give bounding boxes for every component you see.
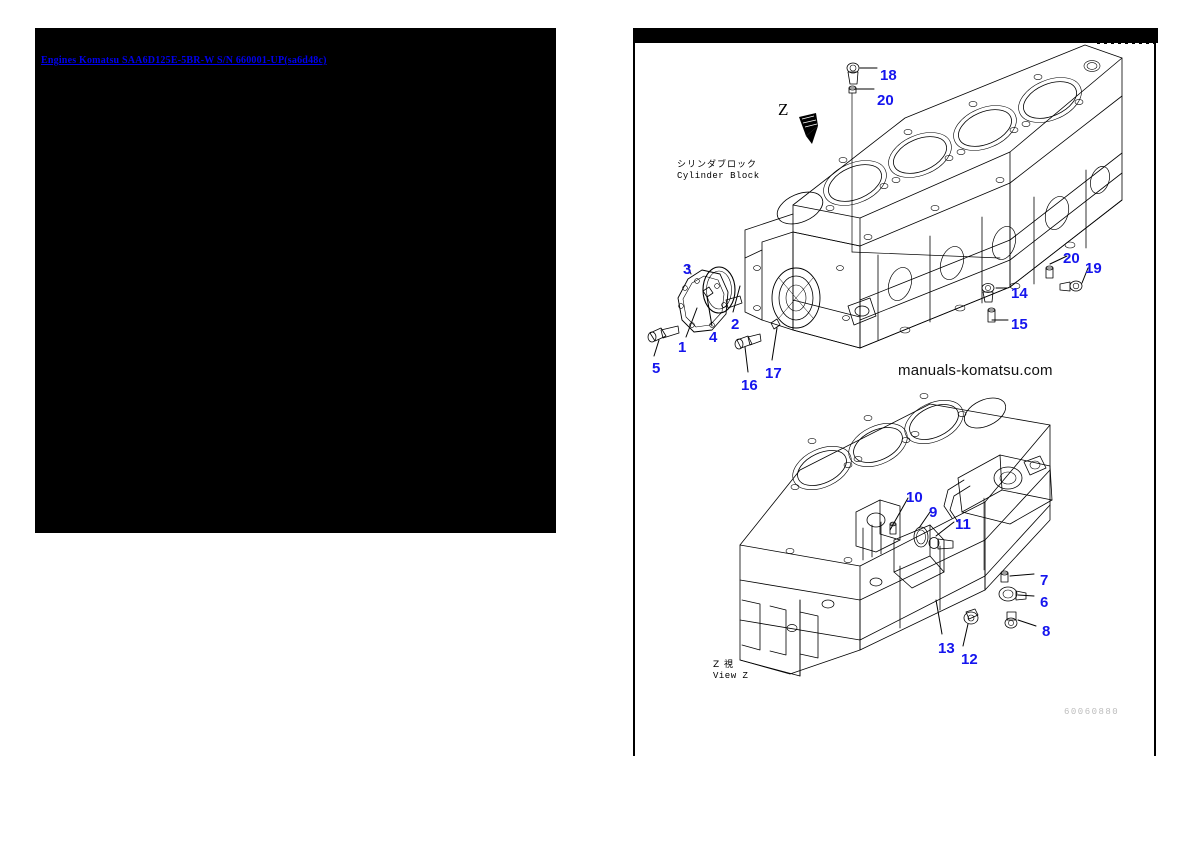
callout-8: 8 <box>1042 623 1051 640</box>
engine-catalog-link[interactable]: Engines Komatsu SAA6D125E-5BR-W S/N 6600… <box>41 55 327 66</box>
callout-13: 13 <box>938 640 955 657</box>
callout-2: 2 <box>731 316 740 333</box>
drawing-number: 60060880 <box>1064 707 1120 717</box>
callout-5: 5 <box>652 360 661 377</box>
cylinder-block-label-en: Cylinder Block <box>677 171 760 181</box>
callout-6: 6 <box>1040 594 1049 611</box>
callout-16: 16 <box>741 377 758 394</box>
callout-20b: 20 <box>1063 250 1080 267</box>
callout-17: 17 <box>765 365 782 382</box>
view-z-label-jp: Z 視 <box>713 660 735 670</box>
callout-20: 20 <box>877 92 894 109</box>
callout-3: 3 <box>683 261 692 278</box>
breadcrumb: Engines Komatsu SAA6D125E-5BR-W S/N 6600… <box>41 50 327 68</box>
callout-14: 14 <box>1011 285 1028 302</box>
view-z-label-en: View Z <box>713 671 749 681</box>
watermark: manuals-komatsu.com <box>898 362 1053 379</box>
panel-header-bar <box>635 28 1158 43</box>
callout-19: 19 <box>1085 260 1102 277</box>
section-marker-z: Z <box>778 100 789 119</box>
cylinder-block-label-jp: シリンダブロック <box>677 160 758 170</box>
callout-10: 10 <box>906 489 923 506</box>
callout-7: 7 <box>1040 572 1049 589</box>
callout-18: 18 <box>880 67 897 84</box>
callout-4: 4 <box>709 329 718 346</box>
callout-11: 11 <box>955 516 971 533</box>
document-viewer-panel: Engines Komatsu SAA6D125E-5BR-W S/N 6600… <box>35 28 556 533</box>
callout-9: 9 <box>929 504 938 521</box>
callout-12: 12 <box>961 651 978 668</box>
callout-15: 15 <box>1011 316 1028 333</box>
callout-1: 1 <box>678 339 687 356</box>
dashed-rule <box>1097 42 1155 44</box>
